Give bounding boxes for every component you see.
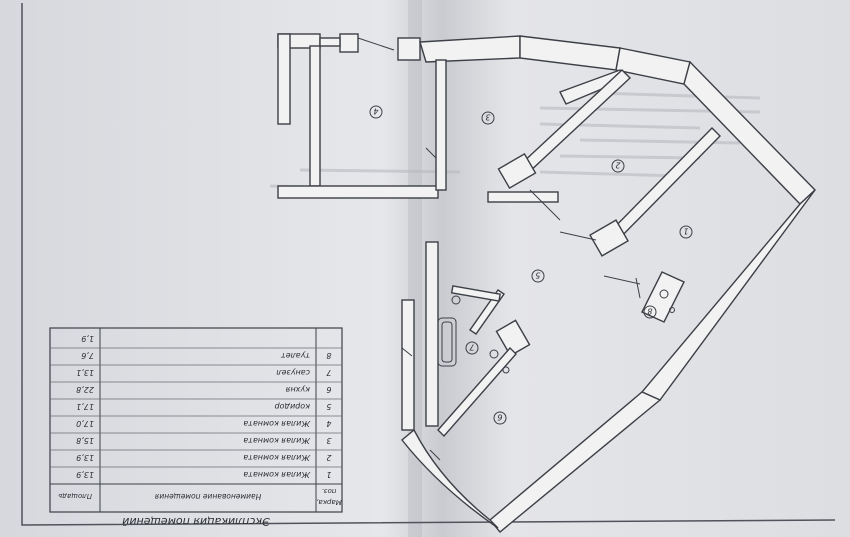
room-label: 8 xyxy=(647,307,652,316)
svg-text:8: 8 xyxy=(326,351,331,360)
svg-text:кухня: кухня xyxy=(285,385,310,394)
table-row: 7 санузел 13,1 xyxy=(76,368,331,377)
svg-text:7,6: 7,6 xyxy=(81,351,94,360)
svg-text:Жилая комната: Жилая комната xyxy=(243,470,311,479)
header-name: Наименование помещения xyxy=(154,492,261,501)
svg-text:1: 1 xyxy=(326,470,331,479)
svg-text:коридор: коридор xyxy=(274,402,310,411)
room-label: 4 xyxy=(373,107,378,116)
table-row: 6 кухня 22,8 xyxy=(76,385,331,394)
svg-text:6: 6 xyxy=(326,385,331,394)
svg-text:3: 3 xyxy=(326,436,331,445)
header-area: Площадь xyxy=(58,492,92,500)
svg-text:2: 2 xyxy=(326,453,331,462)
header-mark: Марка, xyxy=(316,498,342,506)
plan-walls xyxy=(277,33,817,533)
room-label: 2 xyxy=(615,161,620,170)
svg-text:13,9: 13,9 xyxy=(76,453,94,462)
table-row: 3 Жилая комната 15,8 xyxy=(76,436,331,445)
table-title: Экспликация помещений xyxy=(122,515,271,528)
svg-text:13,1: 13,1 xyxy=(76,368,94,377)
svg-text:Жилая комната: Жилая комната xyxy=(243,436,311,445)
svg-text:17,0: 17,0 xyxy=(76,419,94,428)
svg-text:туалет: туалет xyxy=(281,351,310,360)
table-row: 1,9 xyxy=(81,334,94,343)
svg-text:санузел: санузел xyxy=(276,368,310,377)
toilet-room-8-icon xyxy=(659,289,669,299)
header-pos: поз. xyxy=(322,487,337,495)
room-label: 7 xyxy=(469,343,475,352)
svg-text:15,8: 15,8 xyxy=(76,436,94,445)
svg-text:17,1: 17,1 xyxy=(76,402,94,411)
table-row: 1 Жилая комната 13,9 xyxy=(76,470,331,479)
room-label: 5 xyxy=(535,271,540,280)
table-row: 8 туалет 7,6 xyxy=(81,351,331,360)
room-label: 1 xyxy=(683,227,688,236)
bathtub-icon xyxy=(437,317,457,367)
explication-table: Экспликация помещений Марка, поз. Наимен… xyxy=(49,327,343,528)
plumbing-fixtures xyxy=(437,289,675,374)
table-row-lines xyxy=(50,347,342,468)
svg-text:1,9: 1,9 xyxy=(81,334,94,343)
table-row: 2 Жилая комната 13,9 xyxy=(76,453,331,462)
room-labels: 1 2 3 4 5 6 7 8 xyxy=(369,105,693,425)
table-row: 4 Жилая комната 17,0 xyxy=(76,419,331,428)
table-row: 5 коридор 17,1 xyxy=(76,402,331,411)
svg-text:4: 4 xyxy=(326,419,331,428)
svg-text:Жилая комната: Жилая комната xyxy=(243,419,311,428)
svg-text:5: 5 xyxy=(326,402,331,411)
sink-icon xyxy=(489,349,499,359)
svg-text:Жилая комната: Жилая комната xyxy=(243,453,311,462)
svg-text:22,8: 22,8 xyxy=(76,385,94,394)
room-label: 6 xyxy=(497,413,502,422)
sheet-frame xyxy=(21,3,836,526)
room-label: 3 xyxy=(485,113,490,122)
door-marks xyxy=(357,37,641,461)
toilet-icon xyxy=(451,295,461,305)
svg-text:13,9: 13,9 xyxy=(76,470,94,479)
svg-text:7: 7 xyxy=(326,368,332,377)
